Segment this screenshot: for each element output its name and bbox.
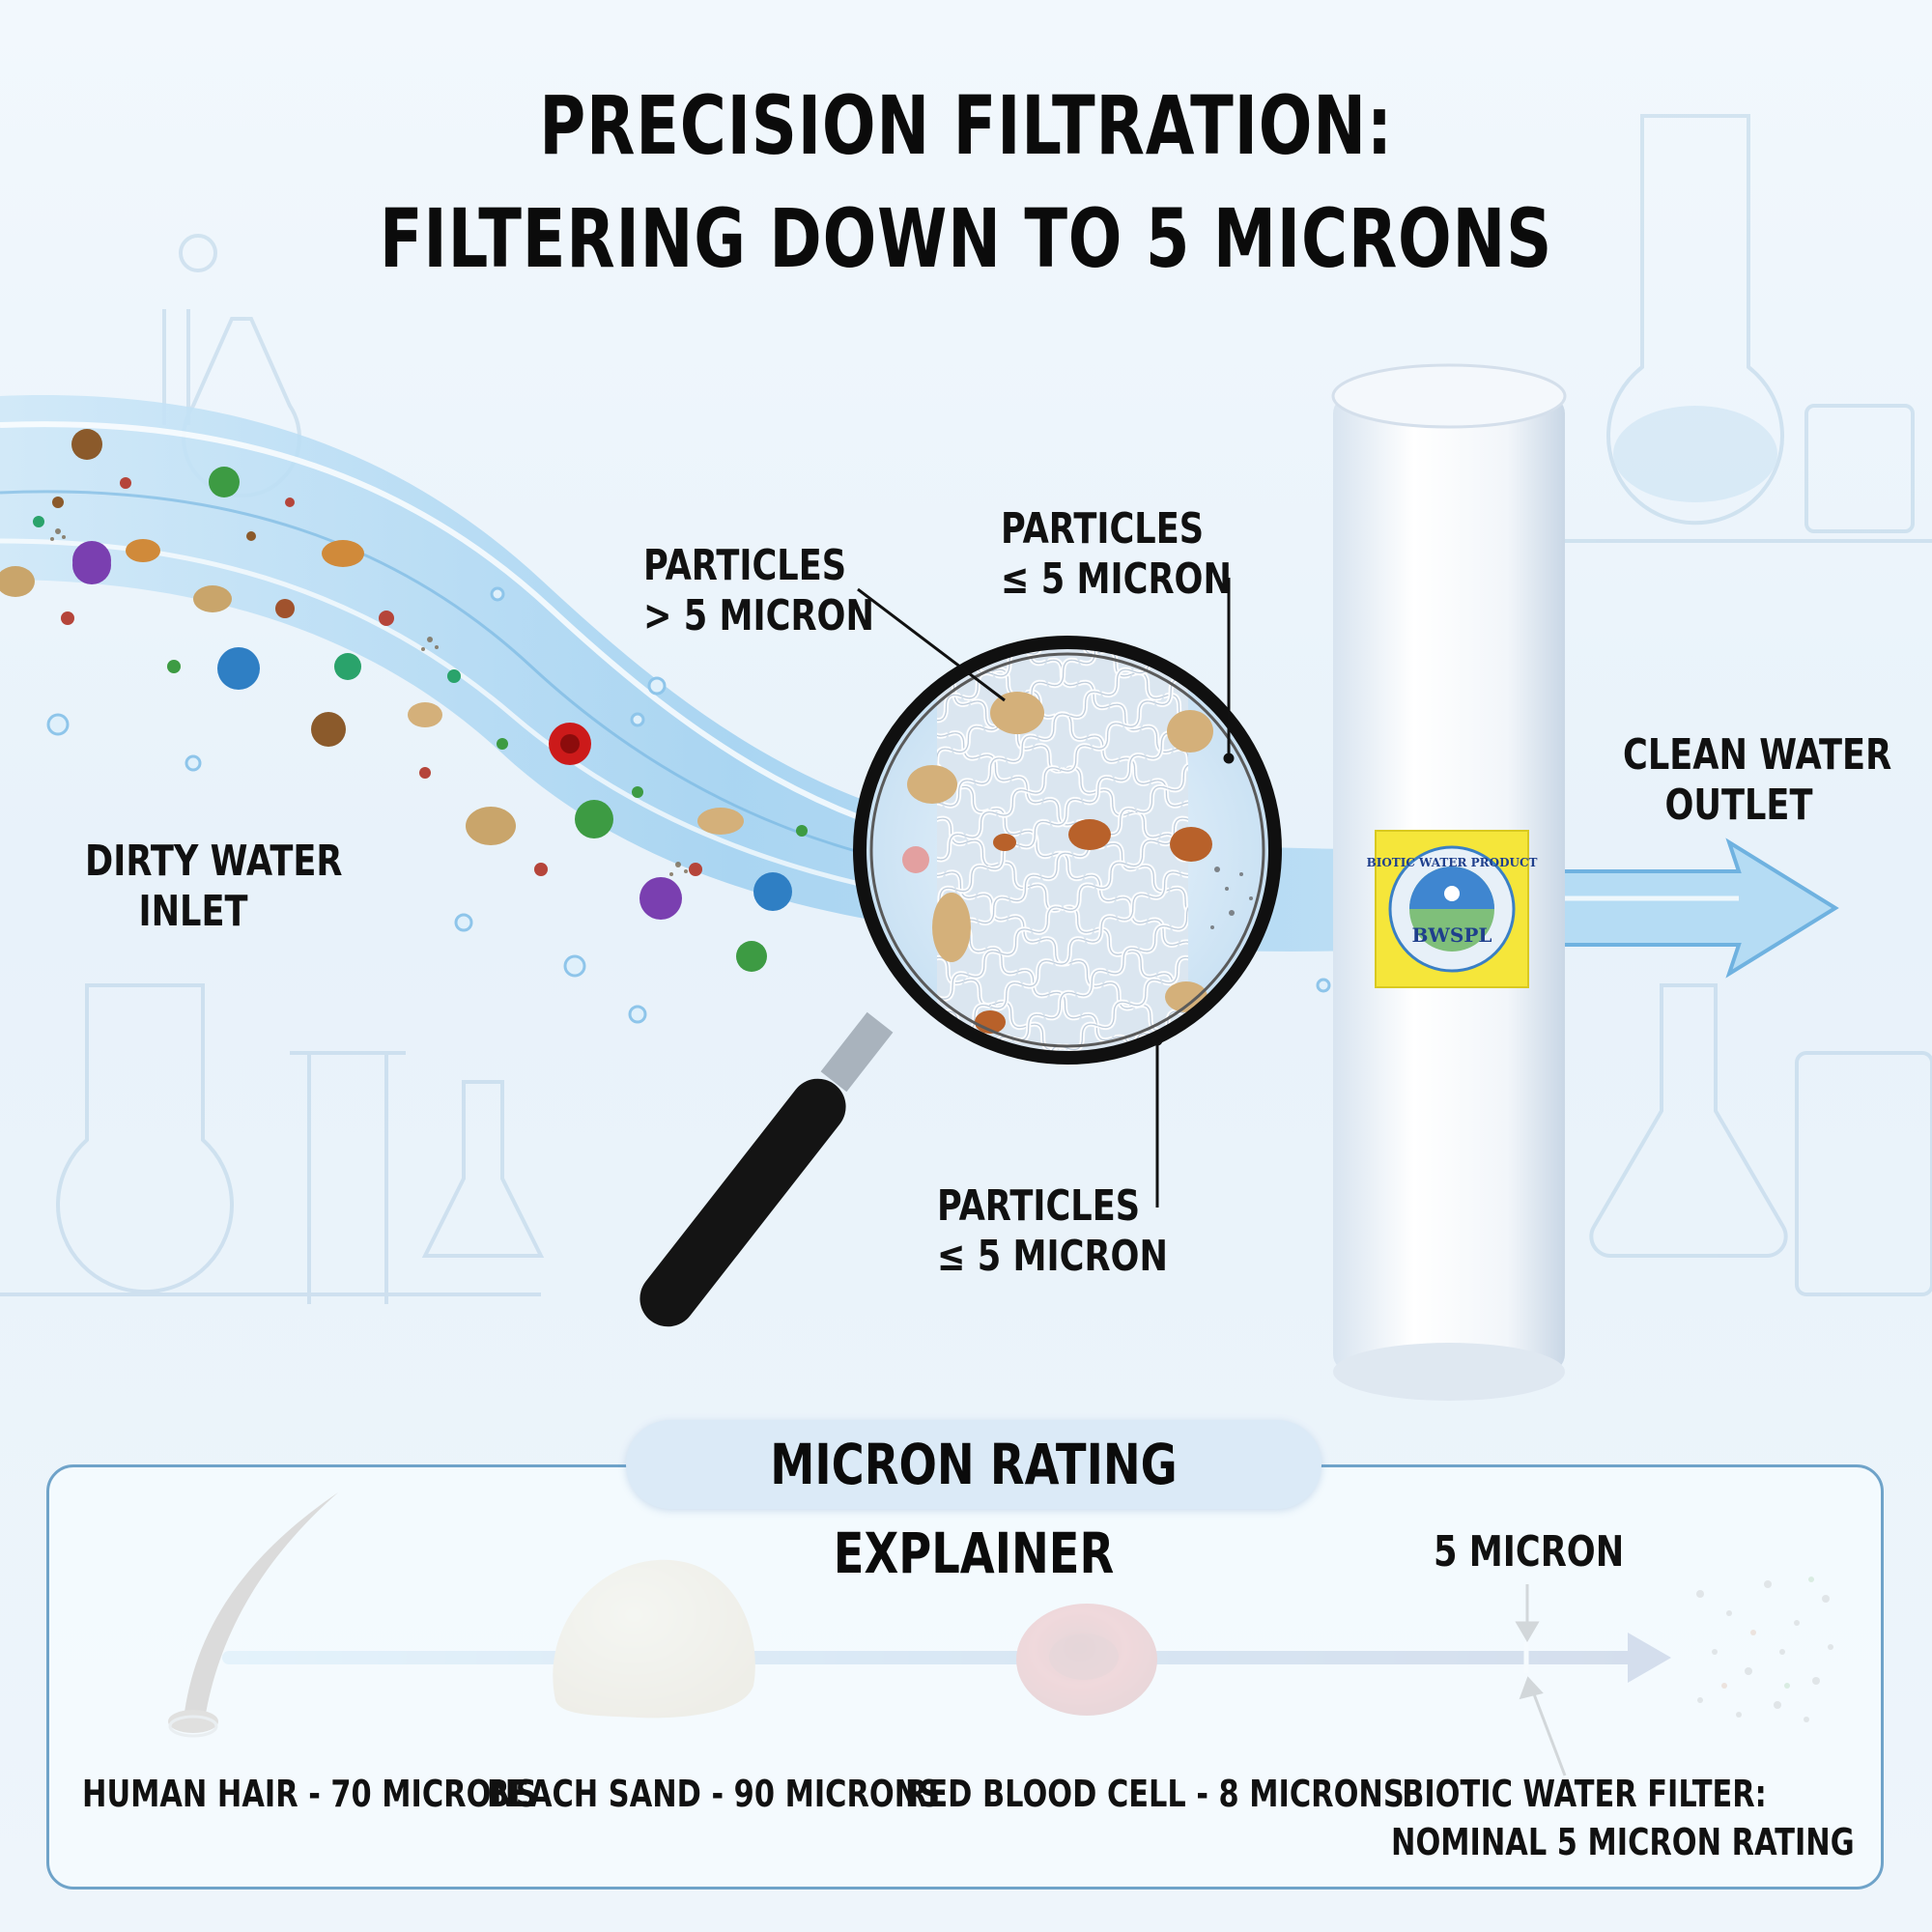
label-particles-small-top: PARTICLES ≤ 5 MICRON — [1001, 504, 1232, 605]
filter-rating-line-1: BIOTIC WATER FILTER: — [1402, 1773, 1767, 1815]
label-particles-large: PARTICLES > 5 MICRON — [643, 541, 874, 641]
contaminant-particles — [0, 429, 808, 972]
label-dirty-water-inlet-line-2: INLET — [138, 887, 248, 936]
label-particles-small-bottom-line-2: ≤ 5 MICRON — [937, 1232, 1168, 1281]
filter-rating-line-2: NOMINAL 5 MICRON RATING — [1391, 1821, 1855, 1863]
explainer-title: MICRON RATING EXPLAINER — [770, 1432, 1178, 1586]
item-label-red-blood-cell: RED BLOOD CELL - 8 MICRONS — [905, 1773, 1405, 1815]
label-particles-large-line-1: PARTICLES — [643, 541, 847, 590]
label-particles-small-bottom: PARTICLES ≤ 5 MICRON — [937, 1181, 1168, 1282]
item-label-human-hair: HUMAN HAIR - 70 MICRONS — [82, 1773, 537, 1815]
label-particles-large-line-2: > 5 MICRON — [643, 591, 874, 640]
scale-marker-label: 5 MICRON — [1434, 1527, 1625, 1577]
label-clean-water-outlet: CLEAN WATER OUTLET — [1623, 730, 1892, 831]
label-dirty-water-inlet-line-1: DIRTY WATER — [85, 837, 343, 886]
label-clean-water-outlet-line-1: CLEAN WATER — [1623, 730, 1892, 780]
page-title-line-2: FILTERING DOWN TO 5 MICRONS — [379, 191, 1553, 286]
explainer-title-pill — [626, 1420, 1321, 1509]
cartridge-label-arc-text: BIOTIC WATER PRODUCT — [1367, 856, 1538, 869]
item-label-filter-rating: BIOTIC WATER FILTER: NOMINAL 5 MICRON RA… — [1391, 1770, 1855, 1866]
callout-leader-lines — [857, 578, 1235, 1208]
page-title-line-1: PRECISION FILTRATION: — [539, 78, 1393, 173]
label-clean-water-outlet-line-2: OUTLET — [1664, 781, 1813, 830]
item-label-beach-sand: BEACH SAND - 90 MICRONS — [487, 1773, 941, 1815]
filter-cartridge — [1331, 363, 1567, 1401]
cartridge-label-brand: BWSPL — [1412, 923, 1492, 947]
label-particles-small-top-line-2: ≤ 5 MICRON — [1001, 554, 1232, 604]
label-particles-small-top-line-1: PARTICLES — [1001, 504, 1205, 554]
label-dirty-water-inlet: DIRTY WATER INLET — [85, 837, 343, 937]
label-particles-small-bottom-line-1: PARTICLES — [937, 1181, 1141, 1231]
